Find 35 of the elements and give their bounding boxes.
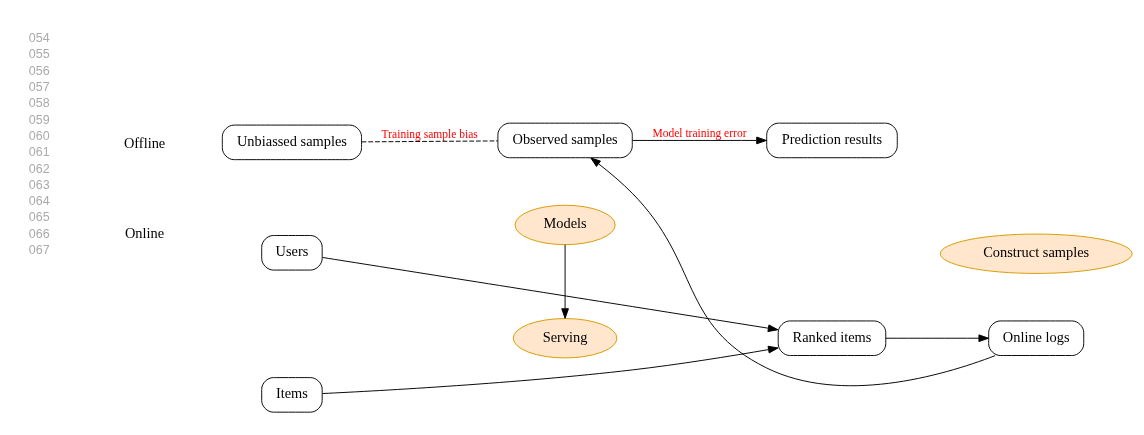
arrow [321,256,779,333]
node-box: Ranked items [777,320,887,356]
label: 057 [28,79,50,94]
node-box: Online logs [988,320,1085,356]
label: 058 [28,96,50,111]
label: 067 [28,243,50,258]
label: Online [124,224,165,241]
label: 062 [28,161,50,176]
connector [361,140,499,143]
node-box: Observed samples [497,122,633,159]
edge-label: Training sample bias [381,128,478,141]
node-box: Items [261,377,323,413]
arrow [885,334,989,343]
label: 059 [28,112,50,127]
arrow [561,244,569,319]
label: 060 [28,128,50,143]
label: 065 [28,210,50,225]
label: 064 [28,194,50,209]
label: 061 [28,145,50,160]
label: 054 [28,30,50,45]
arrow [590,157,996,387]
node-box: Users [261,235,323,271]
edge-label: Model training error [652,127,747,140]
arrow [322,345,779,395]
node-ellipse: Construct samples [939,233,1133,274]
label: 056 [28,63,50,78]
node-ellipse: Models [514,204,616,246]
node-ellipse: Serving [512,318,618,359]
label: 055 [28,47,50,62]
label: Offline [123,134,166,151]
label: 063 [28,177,50,192]
node-box: Prediction results [766,122,898,159]
arrow [632,136,767,145]
node-box: Unbiassed samples [221,124,363,161]
label: 066 [28,226,50,241]
